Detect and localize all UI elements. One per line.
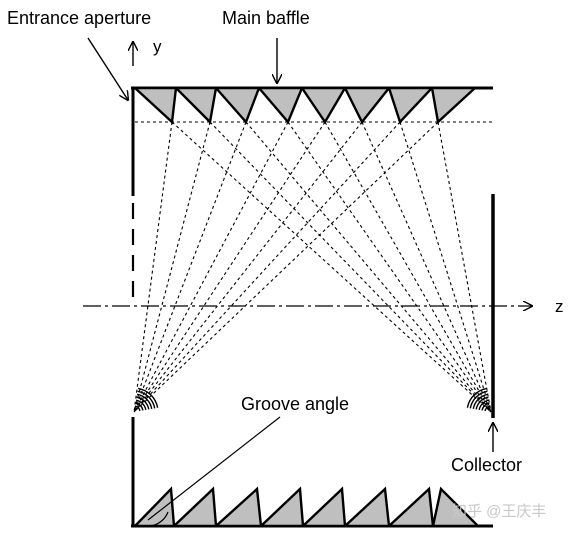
ray-line bbox=[245, 121, 492, 413]
ray-line bbox=[133, 121, 247, 413]
groove-angle-label: Groove angle bbox=[241, 394, 349, 414]
ray-line bbox=[133, 121, 211, 413]
ray-line bbox=[133, 121, 173, 413]
focus-arc bbox=[466, 387, 487, 408]
ray-line bbox=[324, 121, 492, 413]
ray-line bbox=[133, 121, 289, 413]
bottom-groove bbox=[170, 486, 218, 528]
ray-line bbox=[171, 121, 492, 413]
focus-arc bbox=[481, 402, 490, 411]
ray-line bbox=[287, 121, 492, 413]
ray-line bbox=[361, 121, 492, 413]
ray-line bbox=[133, 121, 326, 413]
bottom-groove bbox=[212, 486, 263, 528]
focus-arc bbox=[136, 396, 150, 410]
top-groove bbox=[256, 86, 304, 125]
top-groove bbox=[430, 86, 479, 125]
bottom-groove bbox=[299, 486, 347, 528]
ray-line bbox=[209, 121, 492, 413]
bottom-groove-row bbox=[132, 486, 481, 528]
top-groove bbox=[299, 86, 348, 125]
ray-line bbox=[399, 121, 492, 413]
main-baffle-label: Main baffle bbox=[222, 8, 310, 28]
top-groove bbox=[387, 86, 435, 125]
top-groove bbox=[173, 86, 218, 125]
bottom-groove bbox=[431, 486, 481, 528]
top-groove bbox=[131, 86, 178, 125]
ray-fan bbox=[133, 121, 492, 413]
focus-arc bbox=[138, 387, 159, 408]
z-axis-label: z bbox=[555, 297, 564, 316]
bottom-groove bbox=[132, 486, 176, 528]
focus-arc bbox=[135, 399, 147, 411]
focus-arc bbox=[472, 393, 489, 410]
focus-arc bbox=[478, 399, 490, 411]
entrance-aperture-arrow bbox=[87, 37, 128, 100]
focus-arc bbox=[136, 393, 153, 410]
focus-arc bbox=[475, 396, 489, 410]
y-axis-label: y bbox=[153, 37, 162, 56]
top-groove bbox=[343, 86, 392, 125]
bottom-groove bbox=[341, 486, 391, 528]
focus-arc bbox=[137, 390, 156, 409]
watermark-text: 知乎 @王庆丰 bbox=[452, 503, 546, 520]
groove-angle-arc bbox=[149, 511, 169, 527]
bottom-groove bbox=[385, 486, 435, 528]
ray-line bbox=[133, 121, 401, 413]
angle-arcs bbox=[134, 387, 491, 527]
focus-arc bbox=[469, 390, 488, 409]
ray-line bbox=[133, 121, 363, 413]
focus-arc bbox=[135, 402, 144, 411]
entrance-aperture-label: Entrance aperture bbox=[7, 8, 151, 28]
groove-angle-leader bbox=[147, 416, 281, 521]
focus-arc bbox=[134, 405, 141, 412]
top-groove bbox=[213, 86, 261, 125]
bottom-groove bbox=[257, 486, 305, 528]
ray-line bbox=[437, 121, 492, 413]
ray-line bbox=[133, 121, 439, 413]
collector-label: Collector bbox=[451, 455, 522, 475]
focus-arc bbox=[484, 405, 491, 412]
top-groove-row bbox=[131, 86, 479, 125]
